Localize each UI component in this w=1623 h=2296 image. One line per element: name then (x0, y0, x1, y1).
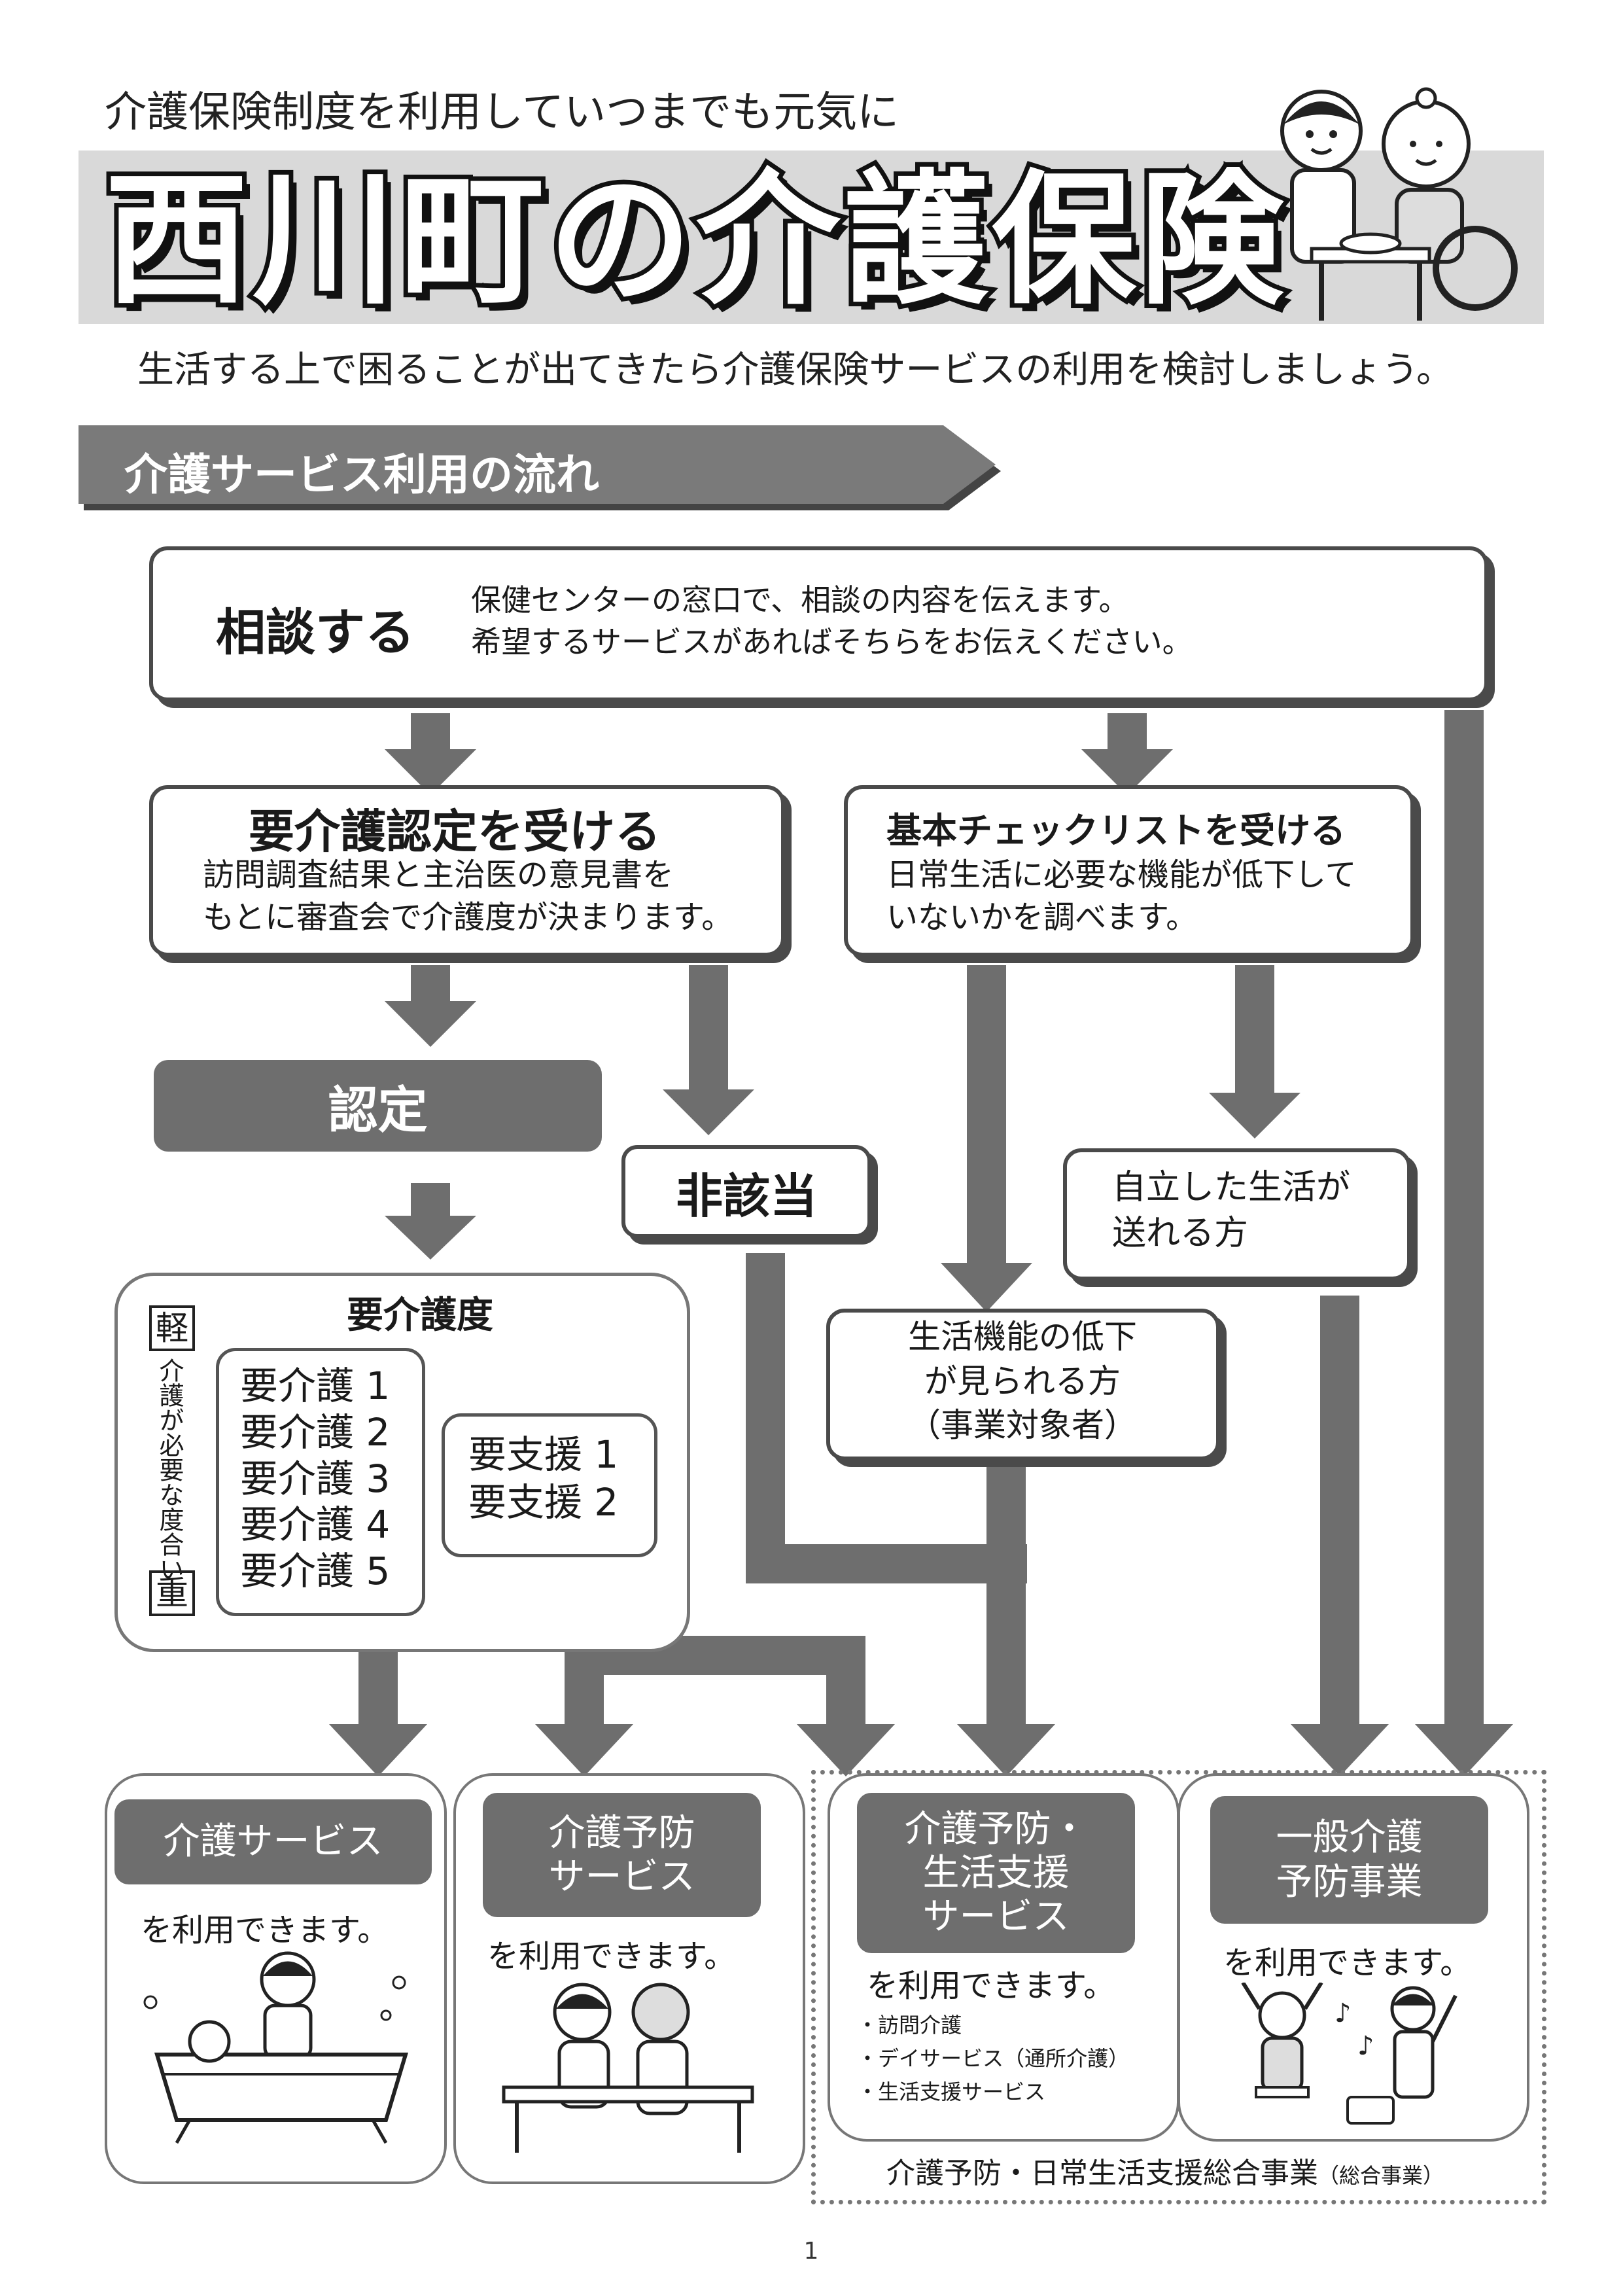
service-note-care: を利用できます。 (141, 1912, 389, 1949)
independent-text: 自立した生活が 送れる方 (1112, 1168, 1351, 1254)
care-level-item: 要介護 2 (240, 1409, 391, 1455)
care-levels-list: 要介護 1 要介護 2 要介護 3 要介護 4 要介護 5 (216, 1348, 425, 1616)
lead-text: 生活する上で困ることが出てきたら介護保険サービスの利用を検討しましょう。 (137, 349, 1453, 391)
certification-description: 訪問調査結果と主治医の意見書を もとに審査会で介護度が決まります。 (203, 857, 733, 936)
arrow-support-to-service3-head (797, 1724, 895, 1776)
arrow-consult-to-checklist-head (1081, 749, 1173, 795)
support-level-item: 要支援 2 (468, 1479, 619, 1525)
support-level-item: 要支援 1 (468, 1432, 619, 1477)
arrow-checklist-to-independent-head (1209, 1093, 1300, 1139)
arrow-independent-to-service4-head (1291, 1724, 1389, 1776)
arrow-care-to-service1-head (329, 1724, 427, 1776)
service-note-prevention: を利用できます。 (487, 1938, 736, 1975)
service-item: ・デイサービス（通所介護） (857, 2046, 1130, 2072)
checklist-description: 日常生活に必要な機能が低下して いないかを調べます。 (886, 857, 1357, 936)
checklist-box (844, 785, 1414, 957)
connector-nonapplicable-down (746, 1253, 785, 1583)
exercise-illustration: ♪ ♪ (1241, 1983, 1457, 2125)
scale-light-label: 軽 (149, 1305, 195, 1351)
arrow-checklist-to-independent (1235, 965, 1274, 1096)
care-level-item: 要介護 5 (240, 1549, 391, 1593)
general-program-name: 介護予防・日常生活支援総合事業 (886, 2157, 1318, 2190)
header-subtitle: 介護保険制度を利用していつまでも元気に (105, 88, 899, 137)
arrow-checklist-to-decline-head (941, 1263, 1032, 1312)
decline-box (826, 1309, 1220, 1460)
service-title-daily-support: 介護予防・ 生活支援 サービス (857, 1793, 1135, 1953)
general-program-frame (811, 1770, 1546, 2204)
arrow-certification-to-nonapplicable (689, 965, 728, 1093)
service-items-daily-support: ・訪問介護 ・デイサービス（通所介護） ・生活支援サービス (857, 2009, 1129, 2110)
consult-description: 保健センターの窓口で、相談の内容を伝えます。 希望するサービスがあればそちらをお… (471, 582, 1193, 660)
certification-title: 要介護認定を受ける (249, 805, 661, 858)
arrow-certified-to-carelevel (411, 1183, 450, 1219)
service-title-prevention: 介護予防 サービス (483, 1793, 761, 1917)
decline-text: 生活機能の低下 が見られる方 （事業対象者） (908, 1318, 1137, 1444)
arrow-consult-to-certification-head (385, 749, 476, 795)
certified-label: 認定 (154, 1060, 602, 1152)
independent-box (1063, 1148, 1411, 1280)
arrow-consult-to-general-head (1415, 1724, 1513, 1776)
connector-nonapplicable-across (746, 1544, 1027, 1583)
service-item: ・訪問介護 (857, 2013, 962, 2038)
svg-text:♪: ♪ (1335, 1998, 1352, 2028)
service-title-general-prevention: 一般介護 予防事業 (1210, 1796, 1488, 1924)
consult-box (149, 546, 1488, 701)
support-levels-list: 要支援 1 要支援 2 (442, 1413, 657, 1557)
arrow-certified-to-carelevel-head (385, 1216, 476, 1260)
care-level-item: 要介護 4 (240, 1502, 391, 1547)
arrow-certification-to-nonapplicable-head (663, 1089, 754, 1135)
service-title-care: 介護サービス (114, 1799, 432, 1884)
page-number: 1 (803, 2238, 819, 2265)
care-level-title: 要介護度 (347, 1294, 493, 1337)
caregiver-feeding-illustration (1280, 87, 1518, 321)
not-applicable-label: 非該当 (621, 1145, 871, 1238)
arrow-certification-to-certified-head (385, 1001, 476, 1047)
svg-text:♪: ♪ (1357, 2031, 1374, 2061)
scale-heavy-label: 重 (149, 1570, 195, 1616)
walking-assist-illustration (502, 1983, 754, 2153)
section-heading: 介護サービス利用の流れ (124, 450, 599, 500)
bathing-illustration (143, 1951, 409, 2144)
arrow-consult-to-checklist (1108, 713, 1147, 752)
arrow-consult-to-general (1444, 710, 1484, 1727)
arrow-checklist-to-decline (967, 965, 1006, 1266)
arrow-support-to-service2-head (535, 1724, 633, 1776)
connector-support-down (826, 1636, 865, 1727)
service-note-daily-support: を利用できます。 (867, 1968, 1115, 2004)
care-level-item: 要介護 1 (240, 1364, 391, 1408)
arrow-decline-to-service3-head (957, 1724, 1055, 1776)
service-item: ・生活支援サービス (857, 2079, 1046, 2105)
arrow-consult-to-certification (411, 713, 450, 752)
care-level-item: 要介護 3 (240, 1456, 391, 1501)
general-program-abbr: （総合事業） (1318, 2163, 1444, 2188)
certification-box (149, 785, 785, 957)
section-heading-shape (79, 425, 1001, 510)
arrow-independent-to-service4 (1320, 1296, 1359, 1727)
page-title: 西川町の介護保険 (100, 152, 1288, 328)
consult-title: 相談する (216, 603, 415, 662)
scale-caption: 介護が必要な度合い (155, 1358, 184, 1581)
arrow-certification-to-certified (411, 965, 450, 1004)
checklist-title: 基本チェックリストを受ける (886, 810, 1346, 851)
general-program-label: 介護予防・日常生活支援総合事業（総合事業） (880, 2149, 1451, 2191)
service-note-general-prevention: を利用できます。 (1223, 1945, 1472, 1981)
arrow-decline-to-service3 (986, 1466, 1026, 1727)
